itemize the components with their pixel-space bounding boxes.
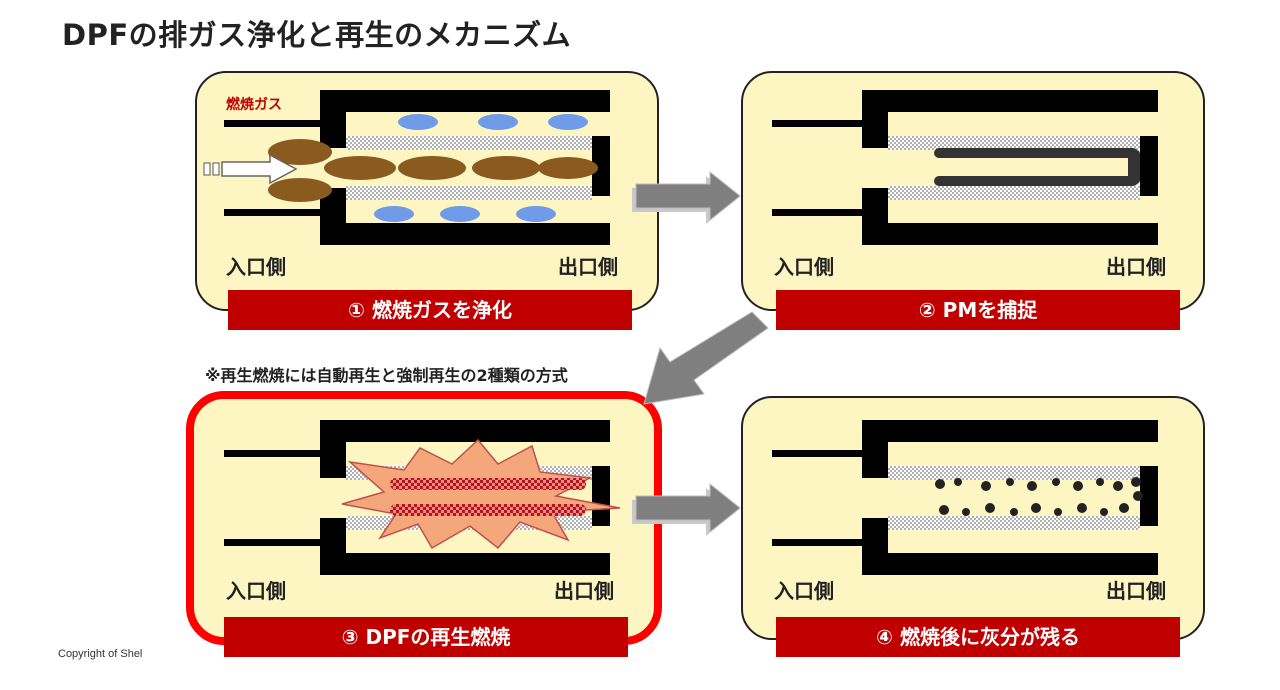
panel-4: 入口側 出口側 ④ 燃焼後に灰分が残る [741, 396, 1205, 657]
arrow-2-to-3 [643, 311, 769, 405]
panel-3: 入口側 出口側 ③ DPFの再生燃焼 [186, 391, 662, 657]
trapped-pm [934, 148, 1140, 186]
arrow-3-to-4 [632, 482, 741, 536]
inlet-label: 入口側 [226, 255, 286, 279]
panel-2: 入口側 出口側 ② PMを捕捉 [741, 71, 1205, 330]
gas-inflow-arrow [203, 153, 298, 185]
regeneration-note: ※再生燃焼には自動再生と強制再生の2種類の方式 [205, 366, 568, 385]
copyright: Copyright of Shel [58, 648, 143, 660]
dpf-housing [772, 420, 1158, 575]
inlet-label: 入口側 [774, 255, 834, 279]
burning-pm [390, 478, 586, 516]
dpf-housing [224, 90, 610, 245]
outlet-label: 出口側 [554, 579, 614, 603]
outlet-label: 出口側 [558, 255, 618, 279]
arrow-1-to-2 [632, 170, 741, 224]
outlet-label: 出口側 [1106, 255, 1166, 279]
panel-1: 燃焼ガス 入口側 出口側 ① 燃焼ガスを浄化 [195, 71, 659, 330]
page-title: DPFの排ガス浄化と再生のメカニズム [62, 18, 572, 52]
outlet-label: 出口側 [1106, 579, 1166, 603]
dpf-housing [772, 90, 1158, 245]
caption-4: ④ 燃焼後に灰分が残る [876, 625, 1080, 649]
ash-residue [935, 477, 1143, 516]
inlet-label: 入口側 [226, 579, 286, 603]
exhaust-soot [268, 139, 598, 202]
caption-1: ① 燃焼ガスを浄化 [348, 298, 512, 322]
clean-gas-clouds [374, 114, 588, 222]
caption-3: ③ DPFの再生燃焼 [342, 625, 511, 649]
inlet-label: 入口側 [774, 579, 834, 603]
gas-label: 燃焼ガス [226, 96, 282, 113]
caption-2: ② PMを捕捉 [919, 298, 1038, 322]
